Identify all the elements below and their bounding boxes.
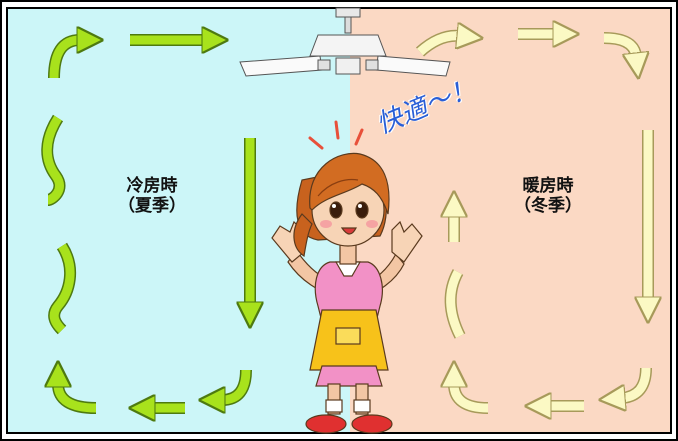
cooling-season-label: （夏季） — [118, 196, 186, 216]
heating-half-background — [350, 8, 671, 433]
cooling-airflow-arrows — [41, 40, 250, 408]
woman-figure-icon — [271, 120, 423, 434]
cooling-mode-label: 冷房時 — [126, 176, 178, 196]
heating-airflow-arrows — [415, 34, 648, 408]
heating-season-label: （冬季） — [514, 196, 582, 216]
ceiling-fan-icon — [239, 7, 451, 77]
heating-mode-label: 暖房時 — [522, 176, 574, 196]
